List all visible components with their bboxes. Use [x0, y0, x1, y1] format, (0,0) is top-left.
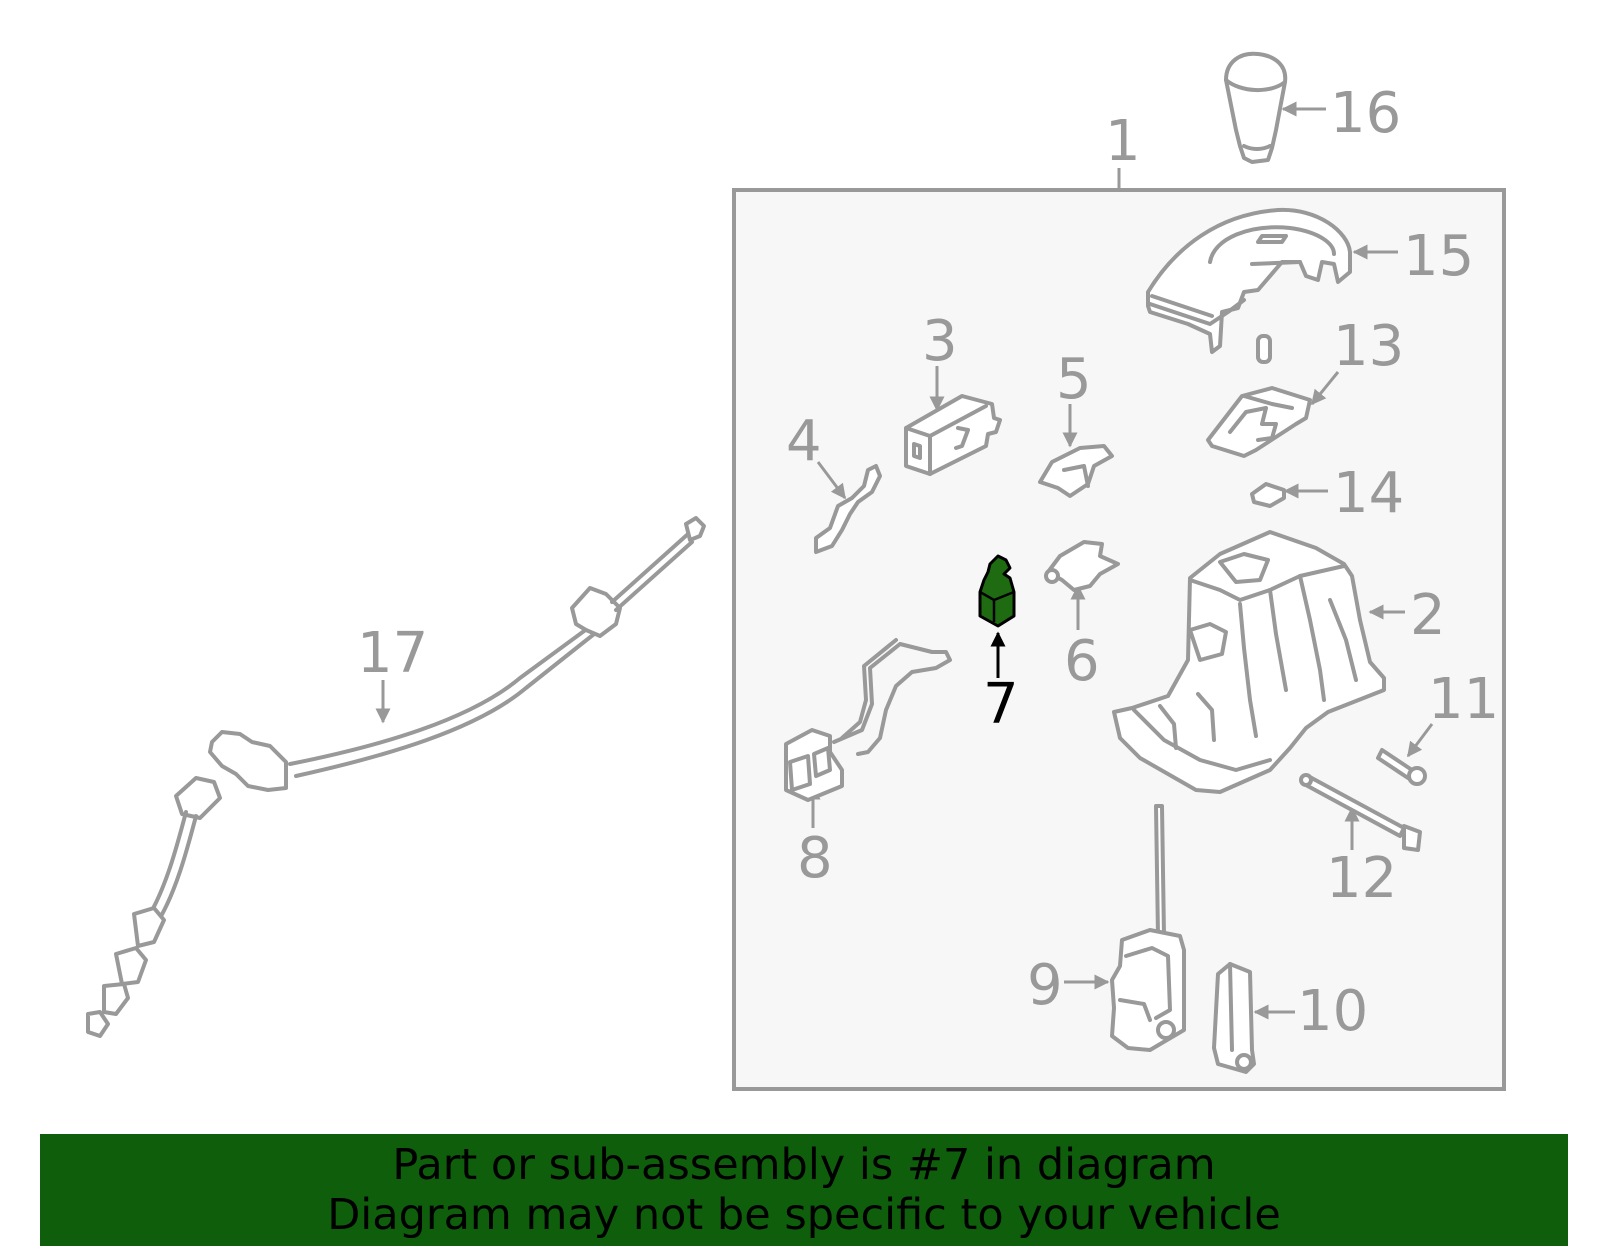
part-10-bracket: [1212, 962, 1256, 1074]
part-14-clip: [1250, 482, 1286, 508]
info-banner: Part or sub-assembly is #7 in diagram Di…: [40, 1134, 1568, 1246]
callout-9: 9: [1027, 953, 1063, 1018]
callout-14: 14: [1333, 461, 1404, 526]
part-13-gate-plate: [1206, 386, 1312, 458]
callout-5: 5: [1056, 347, 1092, 412]
part-9-shift-lever: [1110, 804, 1186, 1052]
callout-8: 8: [797, 826, 833, 891]
callout-16: 16: [1330, 81, 1401, 146]
part-17-shift-cable: [86, 516, 706, 1038]
part-3-switch: [904, 394, 1002, 476]
banner-line-1: Part or sub-assembly is #7 in diagram: [392, 1140, 1216, 1190]
banner-line-2: Diagram may not be specific to your vehi…: [327, 1190, 1281, 1240]
part-7-highlighted-switch: [978, 554, 1016, 628]
callout-6: 6: [1064, 629, 1100, 694]
part-5-actuator: [1038, 444, 1114, 498]
callout-12: 12: [1326, 846, 1397, 911]
callout-3: 3: [922, 309, 958, 374]
callout-15: 15: [1403, 224, 1474, 289]
callout-7: 7: [983, 672, 1019, 737]
callout-13: 13: [1333, 314, 1404, 379]
part-8-connector-harness: [784, 638, 952, 802]
callout-11: 11: [1428, 667, 1499, 732]
part-2-shifter-housing: [1112, 530, 1386, 794]
part-15-indicator-cover: [1146, 207, 1352, 354]
leader-4: [816, 461, 847, 500]
part-16-shift-knob: [1224, 51, 1288, 164]
assembly-box: [732, 188, 1506, 1091]
callout-17: 17: [357, 621, 428, 686]
leader-13: [1310, 371, 1340, 406]
callout-1: 1: [1105, 109, 1141, 174]
leader-11: [1406, 723, 1434, 758]
callout-2: 2: [1410, 583, 1446, 648]
part-11-bolt: [1376, 748, 1427, 786]
callout-10: 10: [1297, 979, 1368, 1044]
part-12-long-bolt: [1299, 773, 1422, 852]
small-pin: [1256, 334, 1272, 364]
callout-4: 4: [786, 409, 822, 474]
part-6-lock-bracket: [1044, 540, 1120, 592]
part-4-wire-clip: [814, 464, 882, 554]
